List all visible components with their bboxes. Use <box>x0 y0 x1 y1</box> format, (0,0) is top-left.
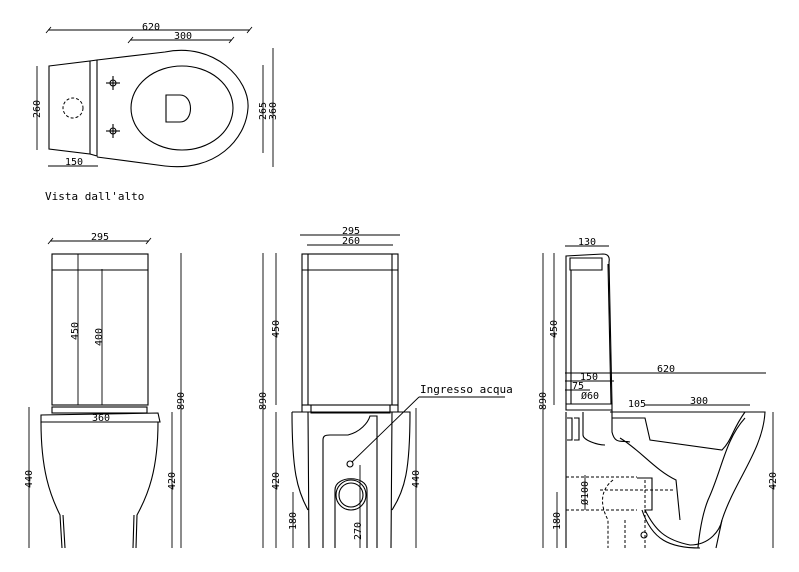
dim-back-tank-height: 450 <box>271 320 282 338</box>
dim-top-width: 360 <box>268 102 279 120</box>
dim-side-bowl: 300 <box>690 396 708 407</box>
back-view: 295 260 Ingresso acqua 890 450 420 180 4… <box>258 226 513 549</box>
dim-front-rim-width: 360 <box>92 413 110 424</box>
dim-side-inlet-height: 180 <box>552 512 563 530</box>
dim-back-total-height: 890 <box>258 392 269 410</box>
back-body-outline <box>291 411 411 549</box>
front-view: 295 450 400 360 440 420 890 <box>24 232 187 549</box>
dim-side-outlet: Ø100 <box>579 481 591 505</box>
dim-side-length: 620 <box>657 364 675 375</box>
dim-back-tank-inner-width: 260 <box>342 236 360 247</box>
dim-top-length: 620 <box>142 22 160 33</box>
dim-side-150: 150 <box>580 372 598 383</box>
front-bowl-outline <box>40 421 159 549</box>
dim-side-105: 105 <box>628 399 646 410</box>
top-drain-d <box>165 94 192 123</box>
dim-back-seat-height: 420 <box>271 472 282 490</box>
dim-side-total-height: 890 <box>538 392 549 410</box>
dim-front-seat-height: 420 <box>167 472 178 490</box>
dim-back-tank-width: 295 <box>342 226 360 237</box>
dim-side-flush: Ø60 <box>581 390 599 402</box>
top-tank-outline <box>48 60 91 155</box>
top-bowl-outline <box>96 49 249 168</box>
dim-top-bowl: 300 <box>174 31 192 42</box>
dim-back-slot: 270 <box>353 522 364 540</box>
water-inlet-label: Ingresso acqua <box>420 383 513 396</box>
dim-front-total-height: 890 <box>176 392 187 410</box>
dim-front-tank-width: 295 <box>91 232 109 243</box>
dim-front-tank-height: 450 <box>70 322 81 340</box>
side-tank <box>565 253 613 405</box>
dim-top-tank-width: 260 <box>32 100 43 118</box>
top-view: 620 300 260 265 360 150 Vista dall'alto <box>32 22 279 203</box>
top-view-caption: Vista dall'alto <box>45 190 144 203</box>
fixing-holes <box>106 76 120 138</box>
side-view: 130 620 150 75 Ø60 105 300 Ø100 890 450 … <box>538 237 779 549</box>
dim-front-bowl-height: 440 <box>24 470 35 488</box>
front-tank <box>51 253 149 406</box>
dim-front-tank-inner: 400 <box>94 328 105 346</box>
top-seat-oval <box>130 65 234 151</box>
dim-top-inner-width: 265 <box>258 102 269 120</box>
dim-side-tank-depth: 130 <box>578 237 596 248</box>
dim-back-inlet-height: 180 <box>288 512 299 530</box>
flush-button-circle <box>62 97 84 119</box>
back-slot <box>334 478 368 548</box>
side-bowl-outline <box>565 410 766 549</box>
back-tank <box>301 253 399 406</box>
dim-top-tank-depth: 150 <box>65 157 83 168</box>
dim-side-tank-height: 450 <box>549 320 560 338</box>
dim-side-75: 75 <box>572 381 584 392</box>
dim-back-bowl-height: 440 <box>411 470 422 488</box>
dim-side-seat-height: 420 <box>768 472 779 490</box>
